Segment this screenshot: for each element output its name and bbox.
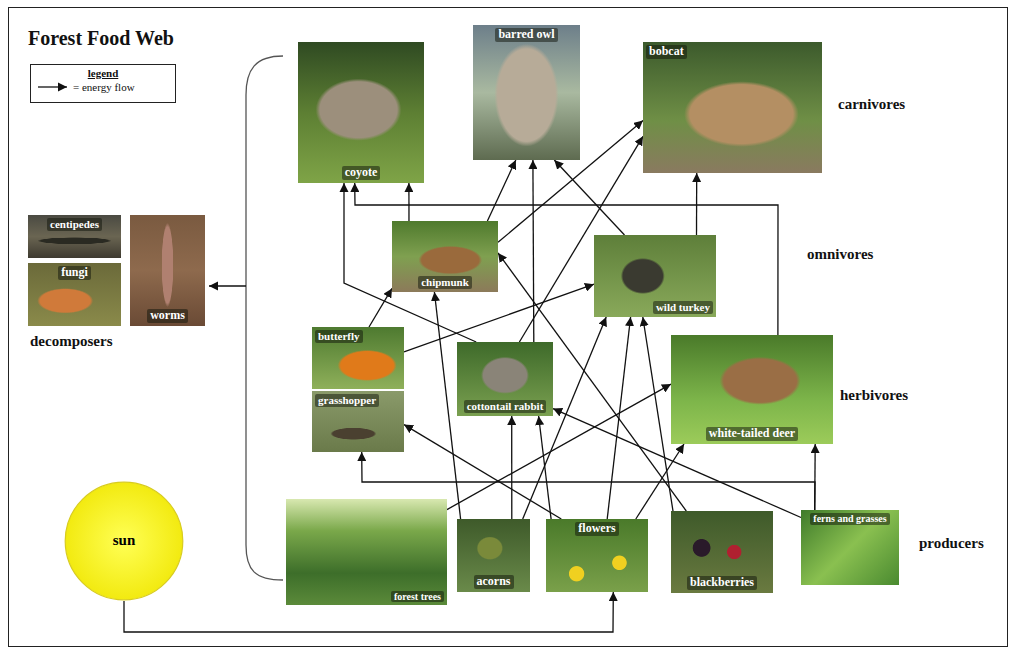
- decomposer-photo: fungi: [28, 263, 121, 326]
- energy-flow-arrow: [539, 416, 552, 519]
- node-label: flowers: [575, 522, 618, 536]
- node-label: centipedes: [47, 218, 102, 231]
- legend-arrow-sample: [37, 82, 69, 92]
- category-label: producers: [919, 535, 984, 552]
- node-label: acorns: [474, 575, 514, 589]
- node-label: worms: [147, 309, 188, 323]
- plant-photo: ferns and grasses: [801, 510, 899, 585]
- decomposer-photo: centipedes: [28, 215, 121, 258]
- legend-text: = energy flow: [73, 81, 135, 93]
- legend-box: legend = energy flow: [30, 64, 176, 103]
- legend-row: = energy flow: [37, 81, 175, 93]
- animal-photo: wild turkey: [594, 235, 716, 317]
- energy-flow-arrow: [554, 160, 624, 235]
- node-label: forest trees: [391, 591, 444, 603]
- decomposer-arrow: [209, 285, 246, 286]
- animal-photo: cottontail rabbit: [457, 342, 553, 416]
- node-label: butterfly: [315, 330, 363, 343]
- node-label: blackberries: [687, 576, 757, 590]
- animal-photo: barred owl: [473, 25, 580, 160]
- node-label: bobcat: [646, 45, 687, 59]
- node-label: barred owl: [495, 28, 557, 42]
- consumer-bracket: [246, 56, 283, 580]
- plant-photo: blackberries: [671, 511, 773, 593]
- sun-circle: sun: [64, 481, 184, 601]
- node-label: chipmunk: [418, 276, 472, 289]
- energy-flow-arrow: [696, 173, 698, 235]
- plant-photo: flowers: [546, 519, 648, 592]
- plant-photo: acorns: [457, 519, 530, 592]
- energy-flow-arrow: [447, 384, 671, 510]
- node-label: ferns and grasses: [810, 513, 889, 525]
- node-label: coyote: [342, 166, 381, 180]
- legend-arrow-line: [38, 86, 67, 87]
- animal-photo: white-tailed deer: [671, 335, 833, 444]
- energy-flow-arrow: [511, 416, 512, 519]
- category-label: herbivores: [840, 387, 908, 404]
- energy-flow-arrow: [355, 183, 778, 335]
- category-label: omnivores: [807, 246, 873, 263]
- category-label: decomposers: [30, 333, 113, 350]
- node-label: fungi: [58, 266, 91, 280]
- animal-photo: grasshopper: [312, 391, 404, 452]
- node-label: white-tailed deer: [706, 427, 798, 441]
- decomposer-photo: worms: [130, 215, 205, 326]
- node-label: cottontail rabbit: [464, 400, 547, 413]
- node-label: sun: [110, 532, 139, 549]
- energy-flow-arrow: [532, 160, 534, 342]
- diagram-title: Forest Food Web: [28, 27, 174, 50]
- energy-flow-arrow: [487, 160, 515, 221]
- sun-disc: [65, 482, 183, 600]
- animal-photo: coyote: [298, 42, 424, 183]
- energy-flow-arrow: [408, 183, 409, 221]
- animal-photo: butterfly: [312, 327, 404, 389]
- legend-heading: legend: [31, 67, 175, 79]
- node-label: wild turkey: [653, 301, 713, 314]
- energy-flow-arrow: [369, 288, 392, 327]
- animal-photo: chipmunk: [392, 221, 498, 292]
- category-label: carnivores: [838, 96, 905, 113]
- node-label: grasshopper: [315, 394, 379, 407]
- animal-photo: bobcat: [643, 42, 822, 173]
- plant-photo: forest trees: [286, 499, 447, 605]
